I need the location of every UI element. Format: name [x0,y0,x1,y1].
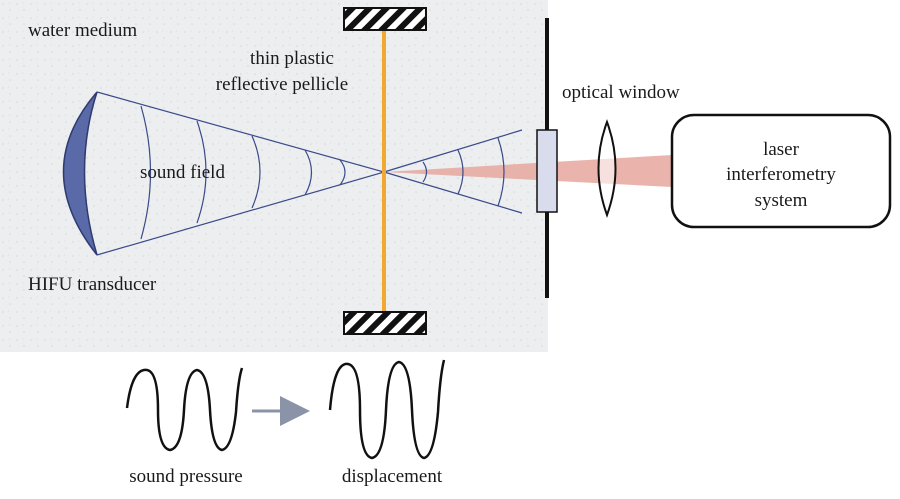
sound-field-edge-bottom [96,171,385,256]
label-sound-pressure: sound pressure [129,466,242,487]
optical-window [536,129,558,213]
laser-interferometry-box [670,113,892,229]
lens-icon [597,119,617,218]
label-hifu-transducer: HIFU transducer [28,274,157,295]
label-pellicle-line1: thin plastic [250,48,334,69]
label-optical-window: optical window [562,82,680,103]
reflected-edge-top [383,129,523,173]
hifu-transducer-icon [62,91,98,256]
label-laser-line2: interferometry [726,164,836,185]
sound-field-edge-top [96,91,385,173]
sound-field [96,91,523,256]
hatched-clamp-icon [343,311,427,335]
wavefront-arc [457,149,464,195]
reflected-edge-bottom [383,171,523,214]
wavefront-arc [196,120,207,224]
wavefront-arc [422,161,428,183]
wavefront-arc [251,135,261,209]
wavefront-arc [497,137,505,207]
label-sound-field: sound field [140,162,225,183]
label-laser-line3: system [755,190,808,211]
wavefront-arc [304,149,313,196]
sine-wave-icon [328,359,446,460]
wavefront-arc [339,159,346,186]
label-pellicle-line2: reflective pellicle [216,74,348,95]
label-water-medium: water medium [28,20,137,41]
label-displacement: displacement [342,466,443,487]
water-medium-region [0,0,548,352]
hatched-clamp-icon [343,7,427,31]
label-laser-line1: laser [763,139,800,160]
wavefront-arc [140,105,152,240]
sine-wave-icon [125,367,244,452]
